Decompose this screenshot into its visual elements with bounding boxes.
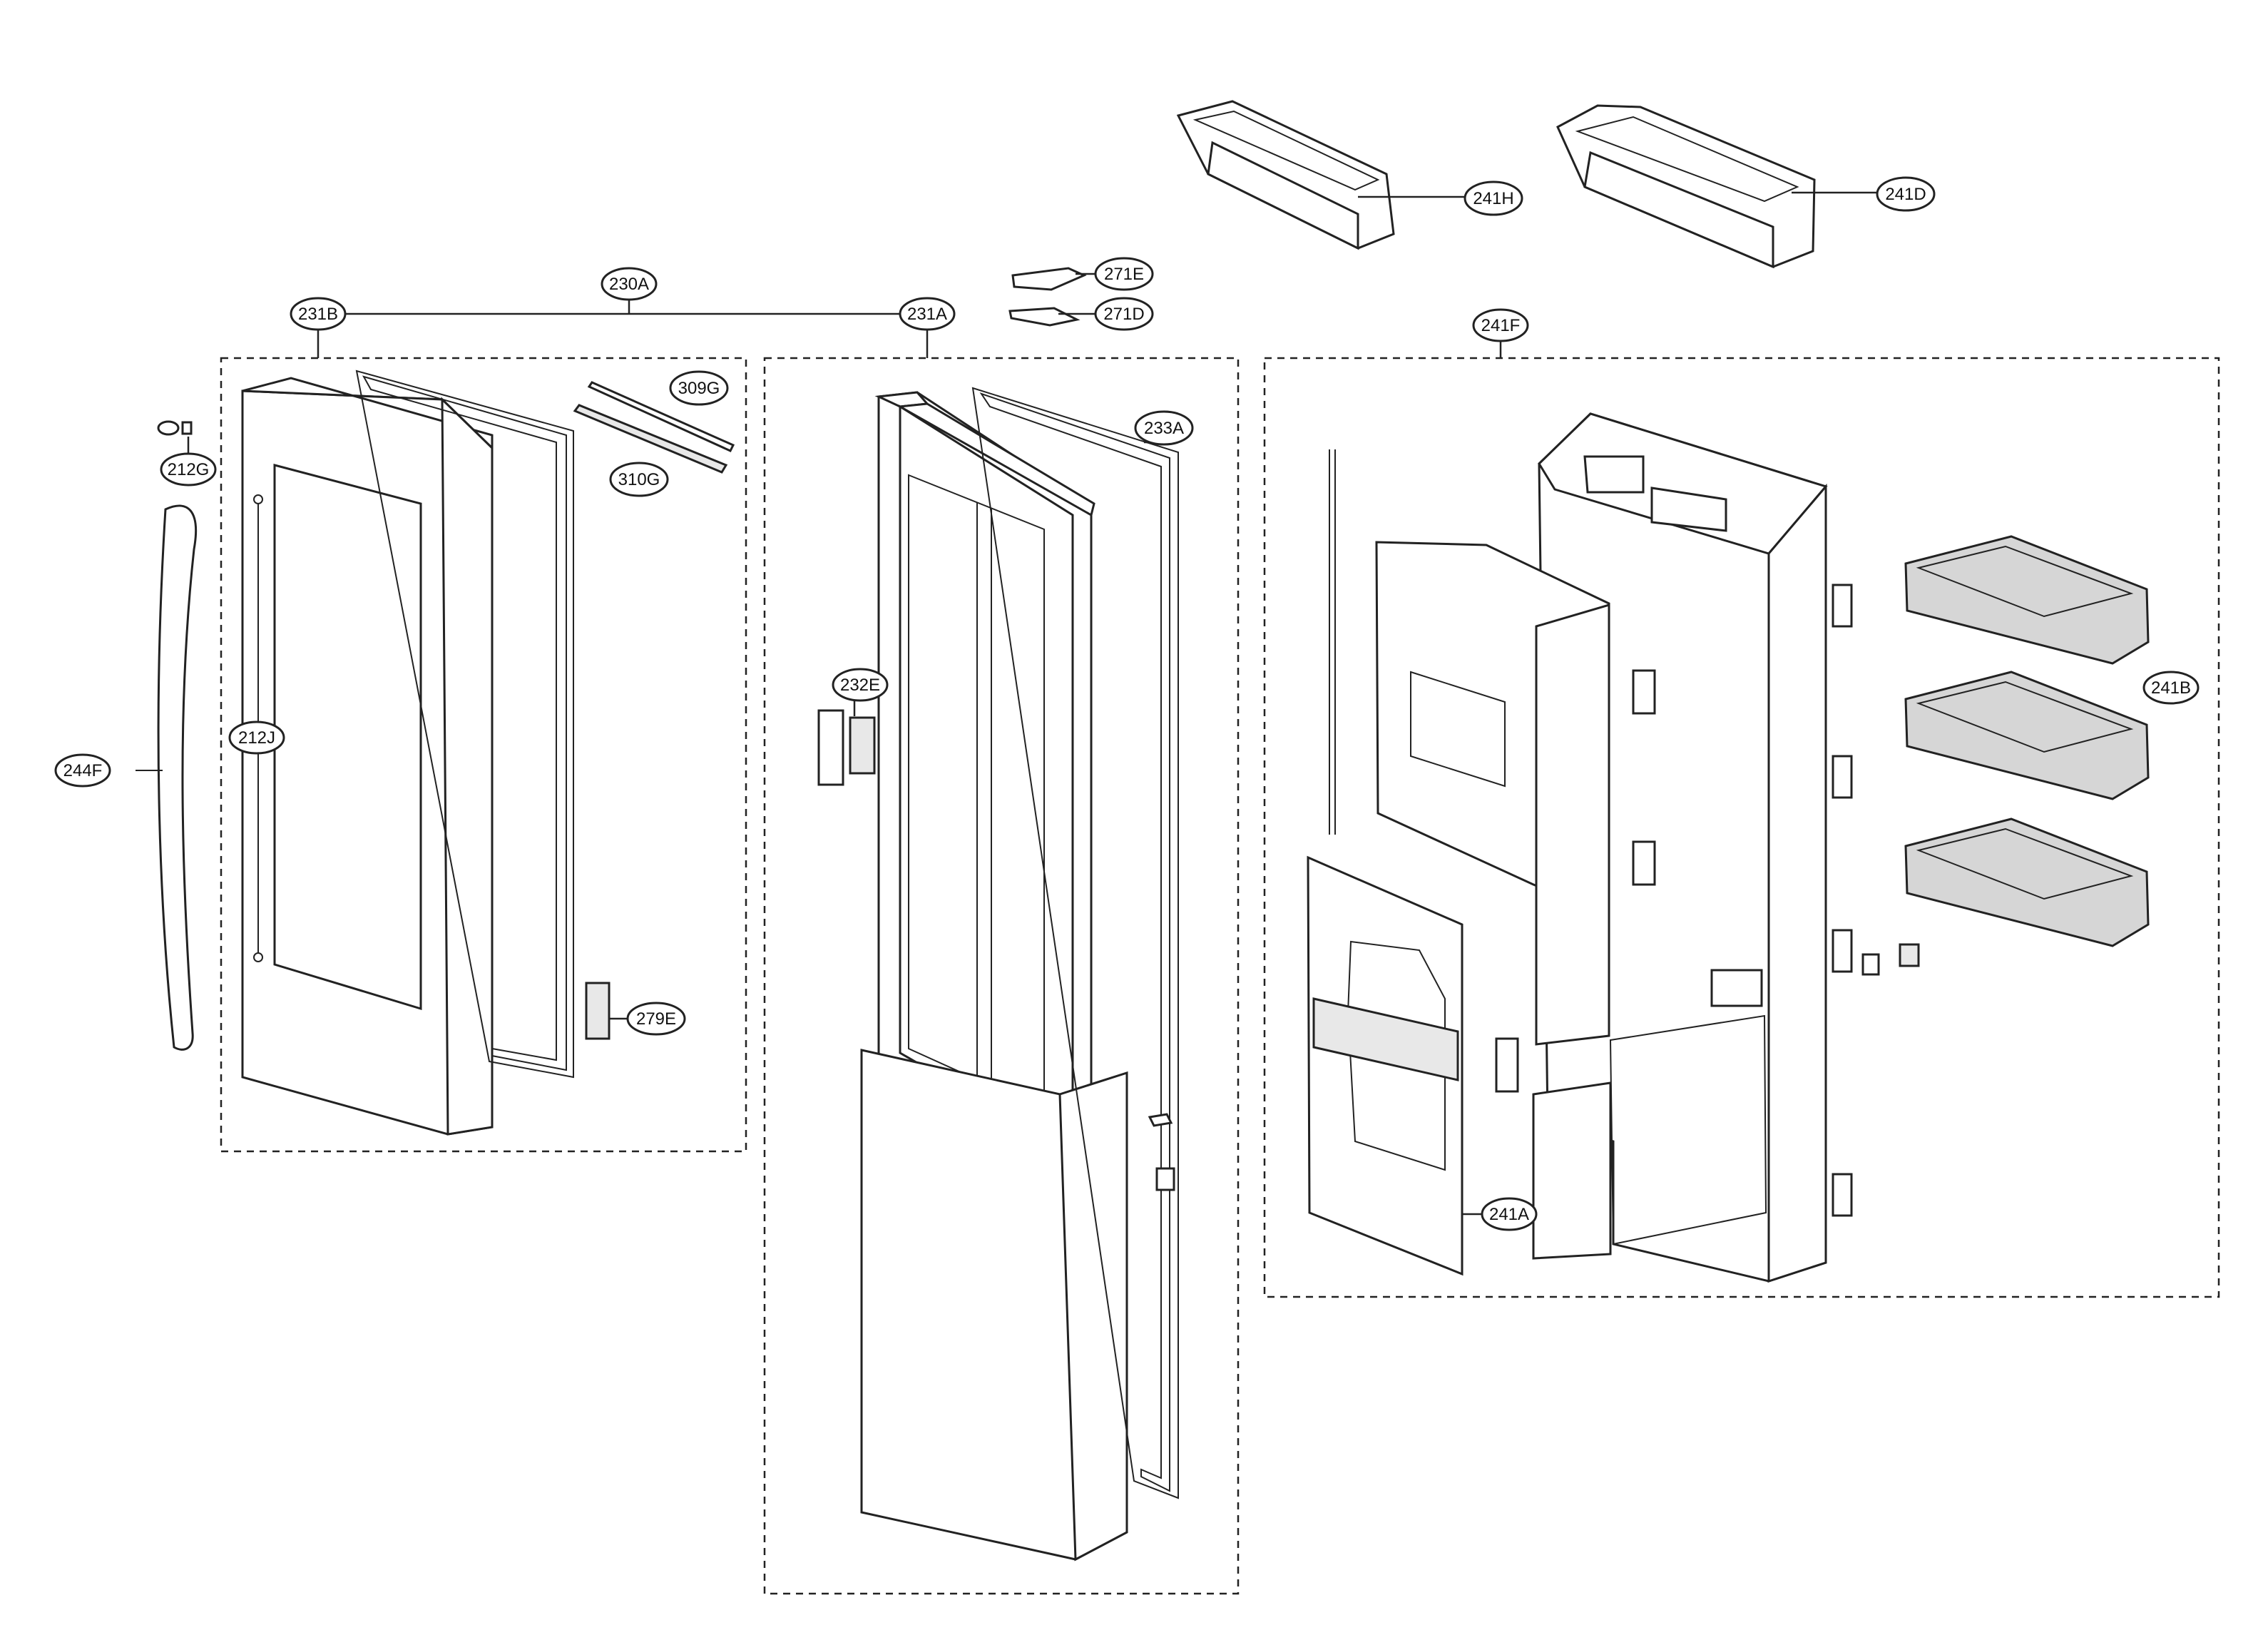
- callout-230A: 230A: [601, 267, 658, 301]
- panel-241A: [1307, 855, 1482, 1276]
- shelf-bin-241B-middle: [1904, 671, 2150, 800]
- door-liner-241F: [1538, 412, 1828, 1283]
- svg-text:241D: 241D: [1885, 185, 1926, 204]
- cover-strip-lower: [1532, 1081, 1612, 1260]
- callout-241D: 241D: [1876, 176, 1936, 212]
- bin-241H: [1176, 100, 1395, 250]
- svg-text:232E: 232E: [840, 676, 880, 695]
- bin-241D: [1556, 104, 1816, 269]
- svg-text:309G: 309G: [678, 379, 720, 398]
- callout-232E: 232E: [832, 668, 889, 702]
- callout-309G: 309G: [669, 370, 729, 406]
- svg-text:271D: 271D: [1103, 305, 1144, 324]
- small-clips: [1861, 943, 1920, 976]
- callout-241A: 241A: [1481, 1197, 1538, 1231]
- hinge-271E: [1011, 267, 1087, 291]
- svg-text:230A: 230A: [609, 275, 649, 294]
- callout-241F: 241F: [1472, 308, 1529, 342]
- callout-212J: 212J: [228, 720, 285, 755]
- svg-text:241A: 241A: [1489, 1205, 1529, 1224]
- callout-271E: 271E: [1094, 257, 1154, 291]
- callout-leaders: [187, 191, 1877, 457]
- callout-231B: 231B: [290, 297, 347, 331]
- callout-231A: 231A: [899, 297, 956, 331]
- svg-text:244F: 244F: [63, 761, 103, 780]
- callout-310G: 310G: [609, 462, 669, 497]
- callout-212G: 212G: [160, 452, 217, 487]
- svg-text:212G: 212G: [168, 460, 210, 479]
- assembly-bracket-230A: [317, 297, 929, 358]
- svg-text:241H: 241H: [1473, 189, 1513, 208]
- screw-212G: [157, 420, 193, 436]
- door-liner-group-box: [1263, 357, 2220, 1298]
- door-handle-244F: [136, 504, 198, 1051]
- svg-text:310G: 310G: [618, 470, 660, 489]
- callout-244F: 244F: [54, 753, 111, 788]
- callout-233A: 233A: [1134, 410, 1194, 446]
- bracket-232E: [817, 699, 876, 786]
- svg-text:231A: 231A: [907, 305, 947, 324]
- small-cam-parts: [1148, 1113, 1175, 1191]
- strip-310G: [573, 404, 728, 474]
- callout-241H: 241H: [1464, 180, 1523, 216]
- callout-241B: 241B: [2142, 671, 2200, 705]
- clip-piece: [1495, 1037, 1519, 1093]
- liner-rod: [1329, 449, 1336, 835]
- hinge-tabs: [1832, 584, 1853, 1217]
- callout-271D: 271D: [1094, 297, 1154, 331]
- svg-text:212J: 212J: [238, 728, 275, 748]
- callout-279E: 279E: [626, 1002, 686, 1036]
- svg-text:279E: 279E: [636, 1009, 676, 1029]
- svg-text:271E: 271E: [1104, 265, 1144, 284]
- svg-text:241F: 241F: [1481, 316, 1521, 335]
- svg-text:233A: 233A: [1144, 419, 1184, 438]
- center-door-231A: [860, 391, 1128, 1562]
- hinge-279E: [585, 982, 628, 1040]
- left-door-group-box: [220, 357, 747, 1153]
- strip-309G: [587, 381, 735, 452]
- shelf-bin-241B-top: [1904, 535, 2150, 665]
- center-door-group-box: [763, 357, 1240, 1595]
- cover-strip-upper: [1535, 603, 1610, 1046]
- door-gasket-left: [355, 370, 574, 1079]
- svg-text:231B: 231B: [298, 305, 338, 324]
- door-gasket-233A: [971, 387, 1179, 1499]
- svg-text:241B: 241B: [2151, 678, 2191, 698]
- shelf-bin-241B-bottom: [1904, 818, 2150, 947]
- hinge-271D: [1008, 307, 1081, 327]
- left-door-231B: [241, 377, 494, 1136]
